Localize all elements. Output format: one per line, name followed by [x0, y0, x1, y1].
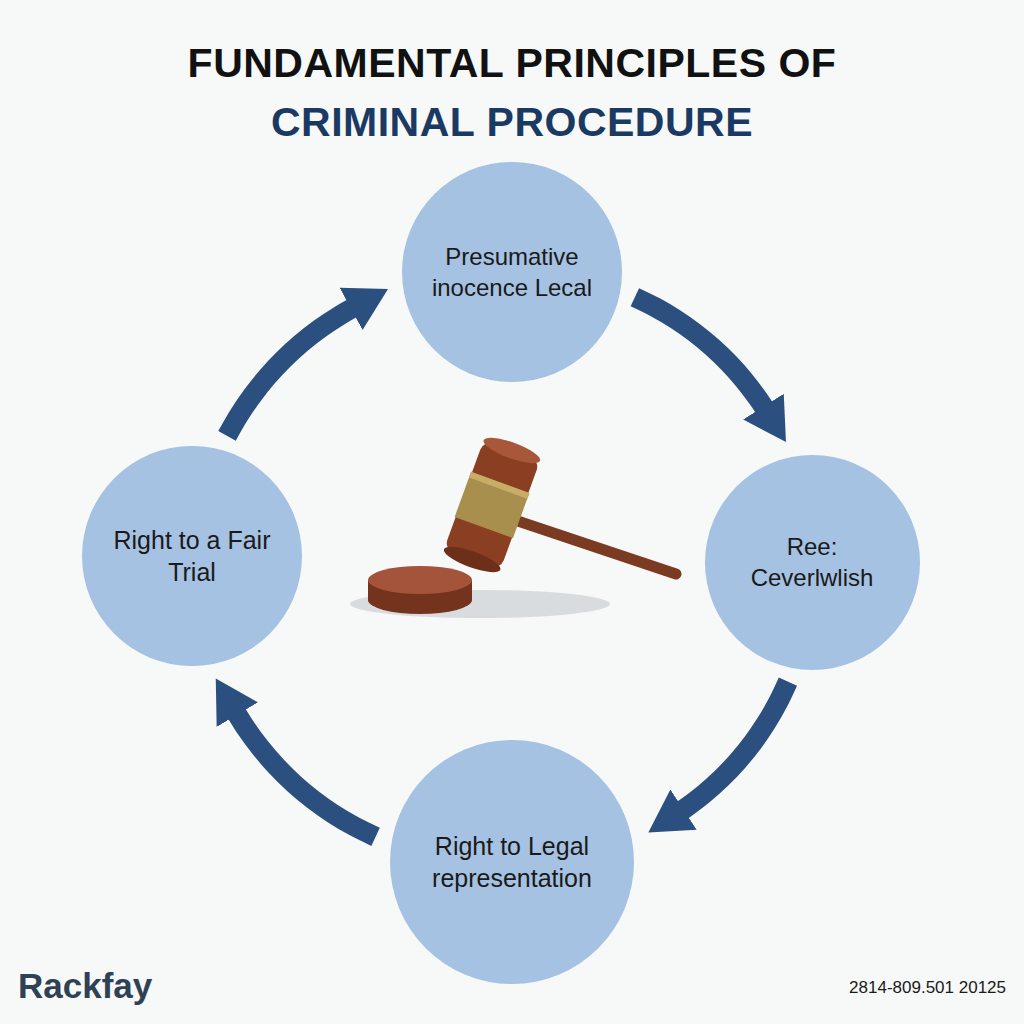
cycle-arrow: [635, 297, 767, 411]
principle-circle: Ree: Ceverlwlish: [705, 455, 920, 670]
principle-text: Right to Legal representation: [407, 830, 617, 895]
principle-text: Ree: Ceverlwlish: [732, 531, 892, 593]
gavel-head: [440, 432, 543, 577]
gavel-handle: [500, 515, 676, 574]
cycle-arrow: [678, 682, 787, 813]
cycle-arrow: [234, 709, 375, 836]
principle-circle: Right to a Fair Trial: [82, 446, 302, 666]
principle-circle: Right to Legal representation: [390, 740, 634, 984]
principle-text: Right to a Fair Trial: [112, 524, 272, 589]
diagram-title: FUNDAMENTAL PRINCIPLES OF CRIMINAL PROCE…: [152, 34, 872, 153]
principle-circle: Presumative inocence Lecal: [402, 162, 622, 382]
sound-block: [368, 566, 472, 614]
brand-watermark: Rackfay: [18, 966, 152, 1006]
cycle-arrow: [227, 306, 356, 436]
principle-text: Presumative inocence Lecal: [427, 241, 597, 303]
reference-code: 2814-809.501 20125: [849, 978, 1006, 998]
